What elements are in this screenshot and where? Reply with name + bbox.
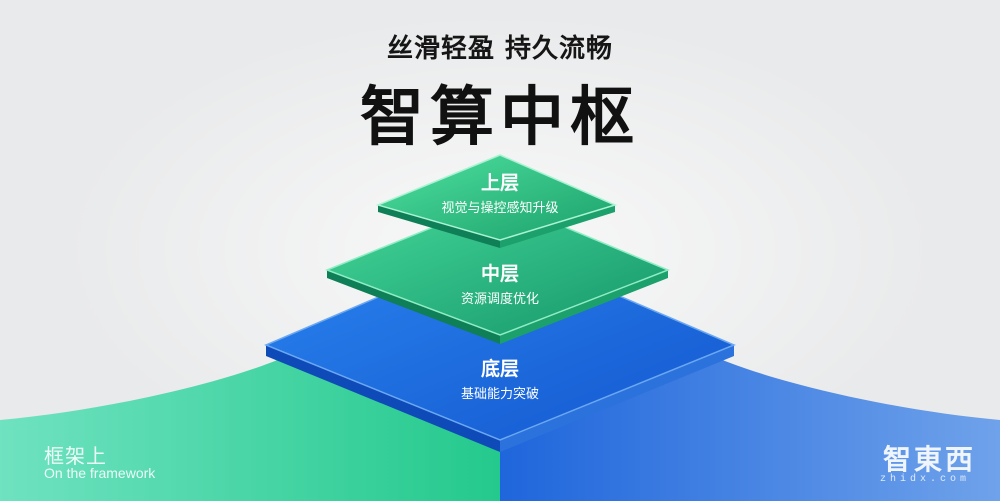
layer-description: 资源调度优化 bbox=[460, 292, 539, 307]
bottom-layer-side-left bbox=[266, 345, 500, 452]
framework-label-en: On the framework bbox=[44, 465, 156, 481]
layer-name: 上层 bbox=[480, 172, 519, 194]
middle-layer-side-right bbox=[500, 270, 668, 344]
layer-name: 中层 bbox=[480, 263, 519, 285]
middle-layer-plate bbox=[324, 199, 671, 336]
bottom-layer-side-right bbox=[500, 345, 734, 452]
subtitle: 丝滑轻盈 持久流畅 bbox=[386, 34, 614, 64]
layer-label-middle: 中层 资源调度优化 bbox=[350, 262, 650, 310]
layer-description: 基础能力突破 bbox=[460, 387, 539, 402]
layer-label-top: 上层 视觉与操控感知升级 bbox=[350, 171, 650, 219]
watermark-url: zhidx.com bbox=[879, 474, 970, 485]
top-layer-side-right bbox=[500, 205, 615, 248]
layer-description: 视觉与操控感知升级 bbox=[441, 201, 559, 216]
page-title: 智算中枢 bbox=[360, 81, 640, 155]
top-layer-plate bbox=[375, 154, 618, 241]
middle-layer-side-left bbox=[327, 270, 500, 344]
framework-label-zh: 框架上 bbox=[44, 444, 107, 468]
layer-name: 底层 bbox=[480, 358, 519, 380]
watermark-logo: 智東西 bbox=[882, 443, 976, 476]
layer-label-bottom: 底层 基础能力突破 bbox=[350, 357, 650, 405]
top-layer-side-left bbox=[378, 205, 500, 248]
